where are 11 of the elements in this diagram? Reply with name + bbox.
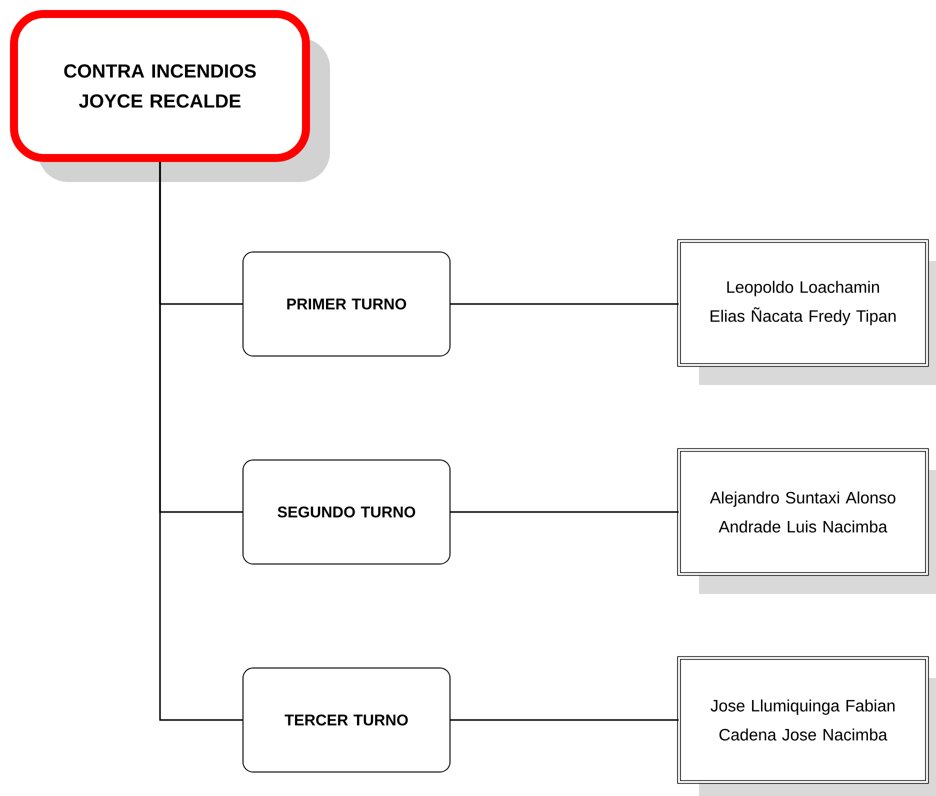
connector-line — [450, 303, 679, 305]
shift-box: SEGUNDO TURNO — [242, 460, 450, 564]
shift-box: PRIMER TURNO — [242, 252, 450, 356]
shift-box: TERCER TURNO — [242, 668, 450, 772]
crew-box: Alejandro Suntaxi Alonso Andrade Luis Nacimba — [677, 448, 936, 594]
connector-line — [450, 719, 679, 721]
title-box: CONTRA INCENDIOS JOYCE RECALDE — [10, 10, 330, 182]
connector-line — [159, 162, 242, 721]
crew-box: Leopoldo Loachamin Elias Ñacata Fredy Tipan — [677, 239, 936, 385]
connector-line — [450, 511, 679, 513]
crew-box: Jose Llumiquinga Fabian Cadena Jose Nacimba — [677, 656, 936, 796]
